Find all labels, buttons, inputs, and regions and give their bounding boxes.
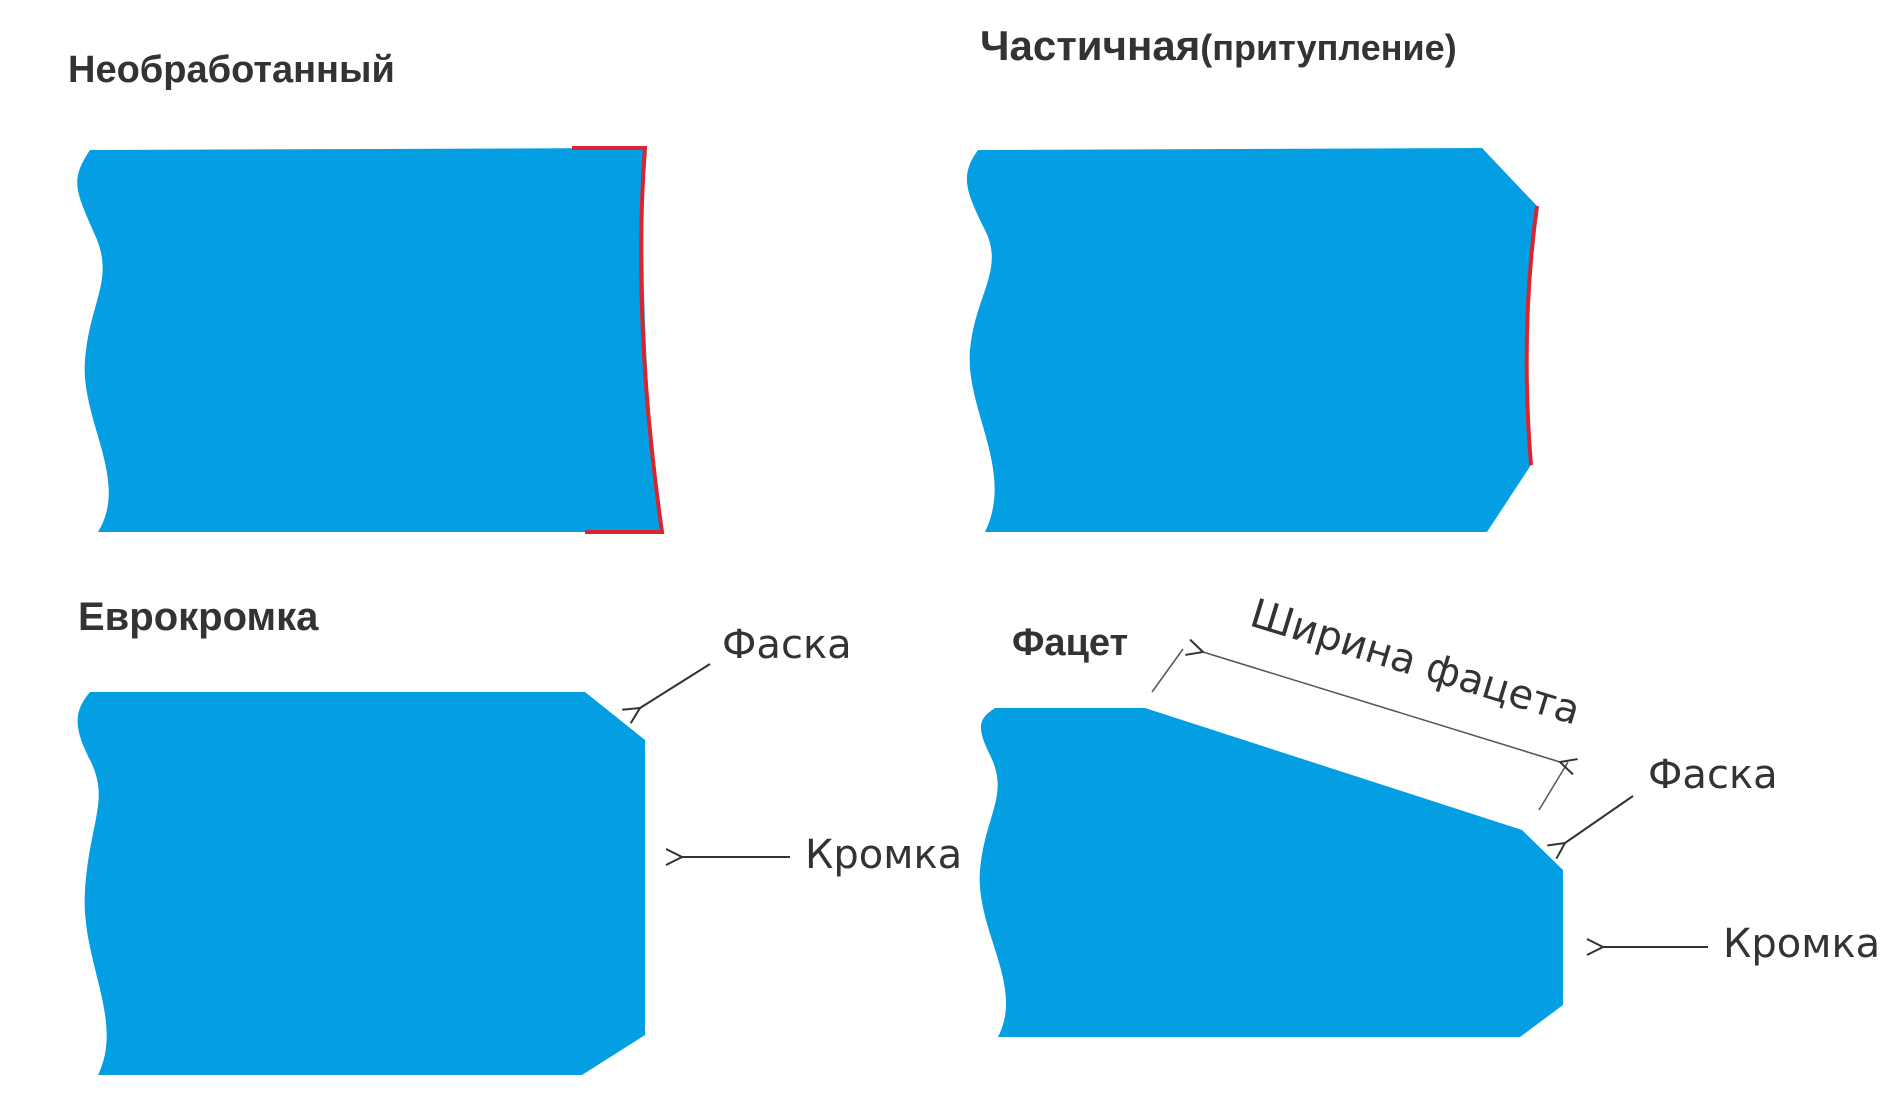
partial-title-paren: (притупление) (1200, 27, 1456, 68)
facet-chamfer-label: Фаска (1648, 752, 1778, 798)
partial-title: Частичная(притупление) (980, 22, 1457, 69)
partial-title-main: Частичная (980, 22, 1200, 69)
euro-chamfer-label: Фаска (722, 622, 852, 668)
raw-edge-highlight (572, 146, 665, 534)
facet-width-label: Ширина фацета (1245, 591, 1585, 735)
facet-title: Фацет (1012, 622, 1128, 664)
euro-glass-shape (77, 692, 645, 1075)
raw-glass-shape (77, 148, 661, 532)
panel-raw: Необработанный (68, 49, 665, 534)
facet-chamfer-arrow (1565, 795, 1634, 843)
partial-edge-highlight (1524, 205, 1539, 466)
euro-chamfer-arrow (640, 663, 711, 708)
partial-glass-shape (966, 148, 1537, 532)
facet-glass-shape (979, 708, 1563, 1037)
panel-euro: Еврокромка Фаска Кромка (77, 595, 962, 1075)
raw-title: Необработанный (68, 49, 395, 91)
panel-partial: Частичная(притупление) (966, 22, 1539, 532)
facet-edge-label: Кромка (1723, 921, 1880, 967)
euro-edge-label: Кромка (805, 832, 962, 878)
panel-facet: Фацет Ширина фацета Фаска Кромка (979, 591, 1880, 1037)
euro-title: Еврокромка (78, 595, 319, 639)
facet-width-tick-left (1151, 648, 1184, 693)
facet-width-dimension-arrow (1203, 652, 1560, 762)
facet-width-tick-right (1538, 761, 1569, 811)
